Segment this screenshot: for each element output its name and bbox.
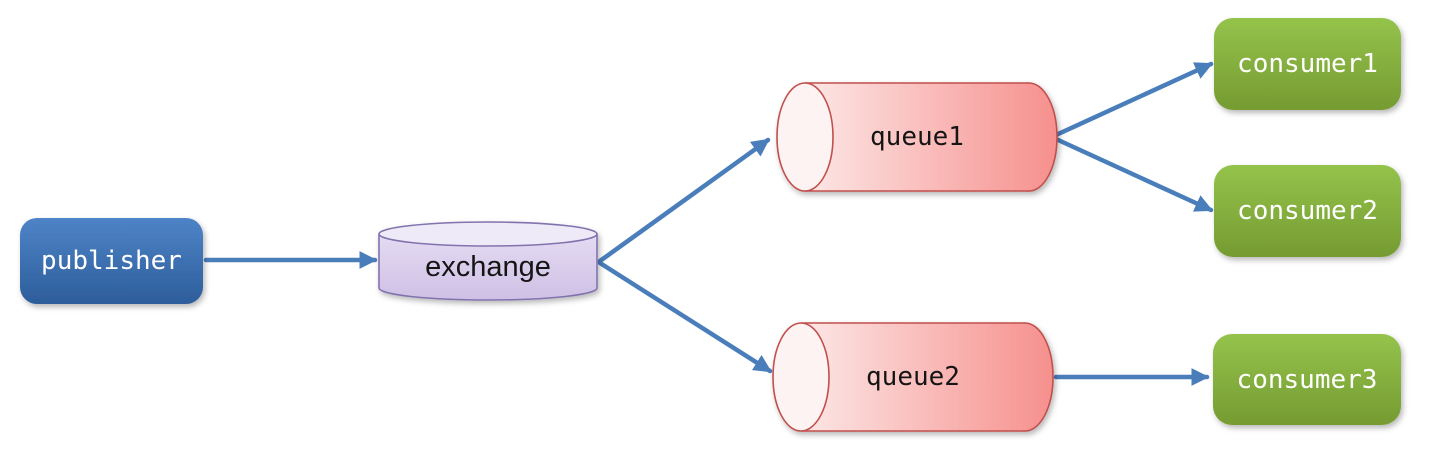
node-exchange [378, 221, 598, 301]
arrow-queue1-consumer2 [1053, 136, 1214, 213]
edge-arrows [203, 61, 1214, 386]
node-consumer2 [1214, 165, 1401, 257]
node-consumer1 [1214, 18, 1401, 110]
node-queue2 [772, 322, 1054, 432]
node-queue1 [776, 82, 1058, 192]
arrow-exchange-queue2 [597, 260, 773, 374]
node-publisher [20, 218, 203, 304]
node-consumer3 [1213, 334, 1401, 425]
arrow-exchange-queue1 [597, 137, 771, 264]
arrow-queue1-consumer1 [1053, 61, 1214, 138]
